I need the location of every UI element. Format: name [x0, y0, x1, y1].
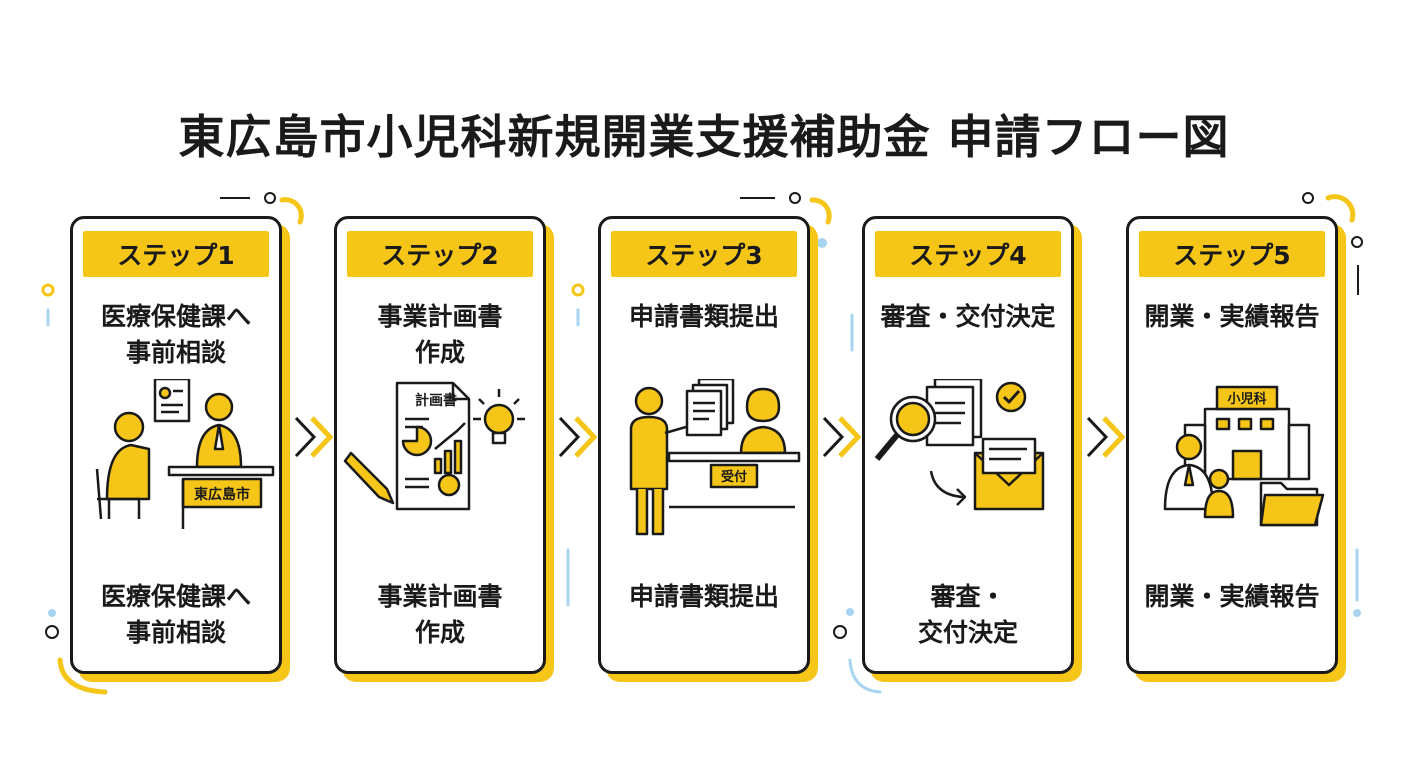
consultation-icon: 東広島市	[95, 379, 275, 529]
step-title: 開業・実績報告	[1144, 302, 1320, 331]
svg-text:計画書: 計画書	[415, 392, 457, 409]
step-title: 医療保健課へ 事前相談	[100, 302, 251, 367]
step-title: 事業計画書 作成	[377, 302, 503, 367]
step-description: 開業・実績報告	[1144, 582, 1320, 611]
step-label: ステップ2	[347, 231, 533, 277]
svg-text:小児科: 小児科	[1227, 391, 1266, 407]
step-card-1: ステップ1 医療保健課へ 事前相談 東広島市 医療保健課へ 事前相談	[70, 216, 282, 674]
submission-icon: 受付	[629, 379, 801, 536]
step-card-5: ステップ5 開業・実績報告 小児科 開業・実績報告	[1126, 216, 1338, 674]
page-title: 東広島市小児科新規開業支援補助金 申請フロー図	[178, 109, 1230, 164]
step-label: ステップ4	[875, 231, 1061, 277]
step-label: ステップ1	[83, 231, 269, 277]
clinic-opening-icon: 小児科	[1163, 385, 1325, 527]
step-label: ステップ3	[611, 231, 797, 277]
step-description: 審査・ 交付決定	[917, 582, 1018, 647]
step-description: 申請書類提出	[628, 582, 779, 611]
step-card-4: ステップ4 審査・交付決定 審査・ 交付決定	[862, 216, 1074, 674]
step-label: ステップ5	[1139, 231, 1325, 277]
review-approval-icon	[874, 379, 1045, 511]
step-card-3: ステップ3 申請書類提出 受付 申請書類提出	[598, 216, 810, 674]
svg-text:東広島市: 東広島市	[194, 486, 250, 503]
business-plan-icon: 計画書	[343, 381, 525, 511]
chevron-right-icon	[822, 416, 862, 458]
step-title: 申請書類提出	[628, 302, 779, 331]
step-description: 医療保健課へ 事前相談	[100, 582, 251, 647]
step-description: 事業計画書 作成	[377, 582, 503, 647]
svg-text:受付: 受付	[721, 469, 747, 485]
chevron-right-icon	[558, 416, 598, 458]
step-title: 審査・交付決定	[880, 302, 1056, 331]
chevron-right-icon	[294, 416, 334, 458]
chevron-right-icon	[1086, 416, 1126, 458]
step-card-2: ステップ2 事業計画書 作成 計画書 事業計画書 作成	[334, 216, 546, 674]
